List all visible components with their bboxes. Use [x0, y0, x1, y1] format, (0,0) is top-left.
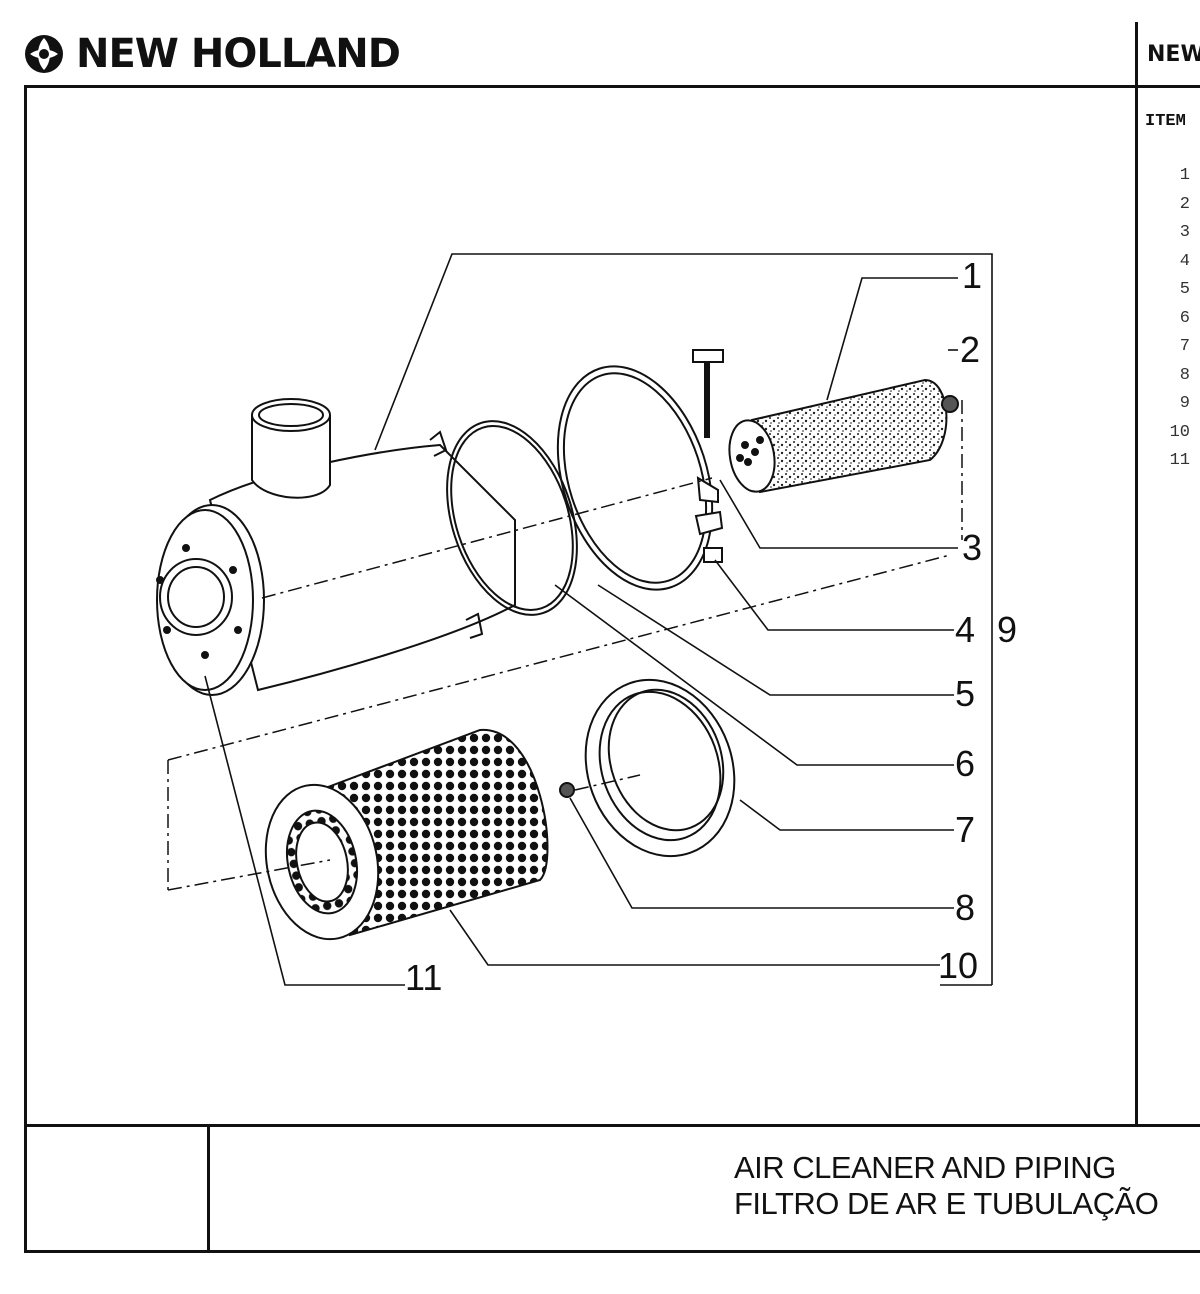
- wheat-leaf-icon: [25, 35, 63, 73]
- parts-list-header: ITEM: [1145, 112, 1186, 131]
- callout-7: 7: [955, 809, 975, 850]
- parts-list-item: 7: [1179, 337, 1190, 356]
- clamp-band-5: [556, 365, 714, 591]
- parts-list-item: 4: [1179, 251, 1190, 271]
- retaining-nut-8: [559, 782, 575, 798]
- parts-list-item: 6: [1179, 308, 1190, 328]
- title-portuguese: FILTRO DE AR E TUBULAÇÃO: [734, 1186, 1159, 1221]
- callout-2: 2: [960, 329, 980, 370]
- parts-list-item: 9: [1179, 394, 1190, 413]
- callout-1: 1: [962, 255, 982, 296]
- callout-6: 6: [955, 743, 975, 784]
- title-block-separator: [207, 1124, 210, 1253]
- parts-list-item: 8: [1179, 365, 1190, 385]
- air-cleaner-housing: [156, 398, 516, 696]
- safety-filter-element: [728, 378, 948, 494]
- callout-8: 8: [955, 887, 975, 928]
- drawing-title: AIR CLEANER AND PIPING FILTRO DE AR E TU…: [734, 1150, 1159, 1222]
- parts-list: 1 2 3 4 5 6 7 8 9 10 11: [1140, 166, 1200, 480]
- seal-ring-6: [446, 420, 578, 616]
- parts-column-divider: [1135, 22, 1138, 1126]
- frame-top: [24, 85, 1200, 88]
- title-block-divider: [24, 1124, 1200, 1127]
- wing-nut-2: [941, 395, 959, 413]
- clamp-bolt-3: [692, 349, 724, 438]
- callout-11: 11: [405, 957, 442, 998]
- parts-list-item: 3: [1179, 223, 1190, 242]
- primary-filter-element: [264, 728, 549, 941]
- frame-bottom: [24, 1250, 1200, 1253]
- brand-logo: NEW HOLLAND: [22, 30, 401, 78]
- clamp-nut-4: [703, 547, 723, 563]
- frame-left: [24, 85, 27, 1253]
- title-english: AIR CLEANER AND PIPING: [734, 1150, 1116, 1185]
- parts-list-item: 5: [1179, 280, 1190, 299]
- brand-name: NEW HOLLAND: [76, 31, 401, 77]
- parts-list-item: 10: [1169, 422, 1190, 442]
- callout-3: 3: [962, 527, 982, 568]
- callout-5: 5: [955, 673, 975, 714]
- parts-list-item: 11: [1169, 451, 1190, 470]
- callout-10: 10: [938, 945, 978, 986]
- end-cover: [584, 678, 736, 858]
- callout-9: 9: [997, 609, 1017, 650]
- brand-name-right: NEW: [1147, 42, 1200, 67]
- parts-list-item: 1: [1179, 166, 1190, 185]
- callout-4: 4: [955, 609, 975, 650]
- parts-list-item: 2: [1179, 194, 1190, 214]
